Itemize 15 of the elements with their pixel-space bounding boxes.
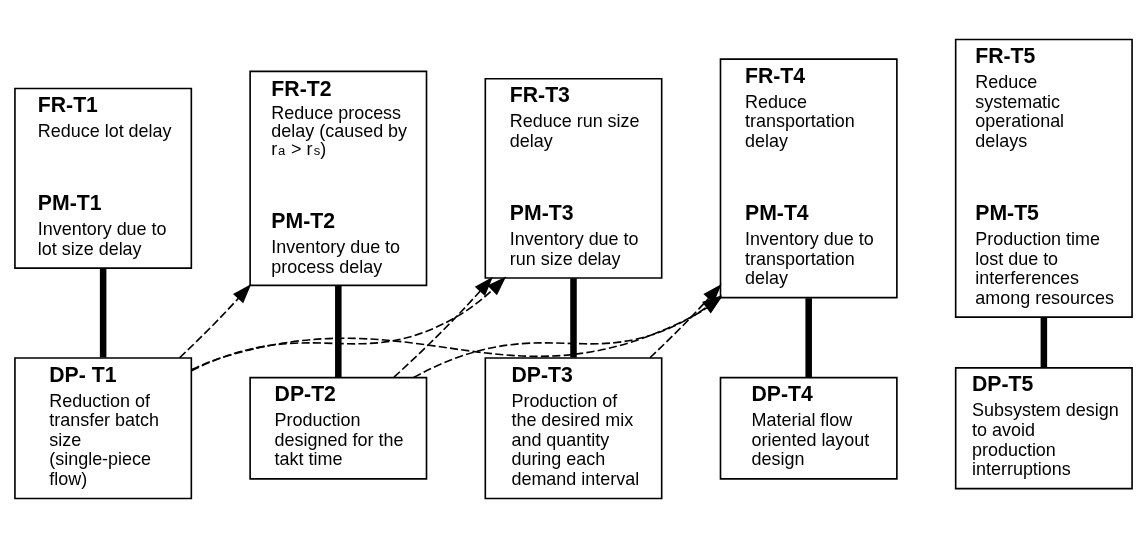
node-box: DP-T5 Subsystem design to avoid production interruptions — [954, 367, 1133, 490]
connector — [99, 268, 107, 358]
connector — [1040, 317, 1048, 368]
arrow — [393, 276, 493, 378]
node-box: FR-T1 Reduce lot delay PM-T1 Inventory due to lot size delay — [14, 87, 193, 269]
node-box: DP-T2 Production designed for the takt time — [249, 376, 428, 480]
arrow — [178, 284, 252, 359]
node-box: DP- T1 Reduction of transfer batch size (single-piece flow) — [14, 357, 193, 500]
node-box: FR-T2 Reduce process delay (caused by ra > rs) PM-T2 Inventory due to process delay — [249, 70, 428, 287]
node-box: DP-T3 Production of the desired mix and quantity during each demand interval — [484, 357, 663, 500]
node-box: FR-T5 Reduce systematic operational delays PM-T5 Production time lost due to interferences among resources — [954, 38, 1133, 318]
node-box: FR-T3 Reduce run size delay PM-T3 Inventory due to run size delay — [484, 77, 663, 279]
node-box: DP-T4 Material flow oriented layout design — [719, 376, 898, 480]
arrow — [190, 276, 507, 372]
node-box: FR-T4 Reduce transportation delay PM-T4 Inventory due to transportation delay — [719, 58, 898, 299]
